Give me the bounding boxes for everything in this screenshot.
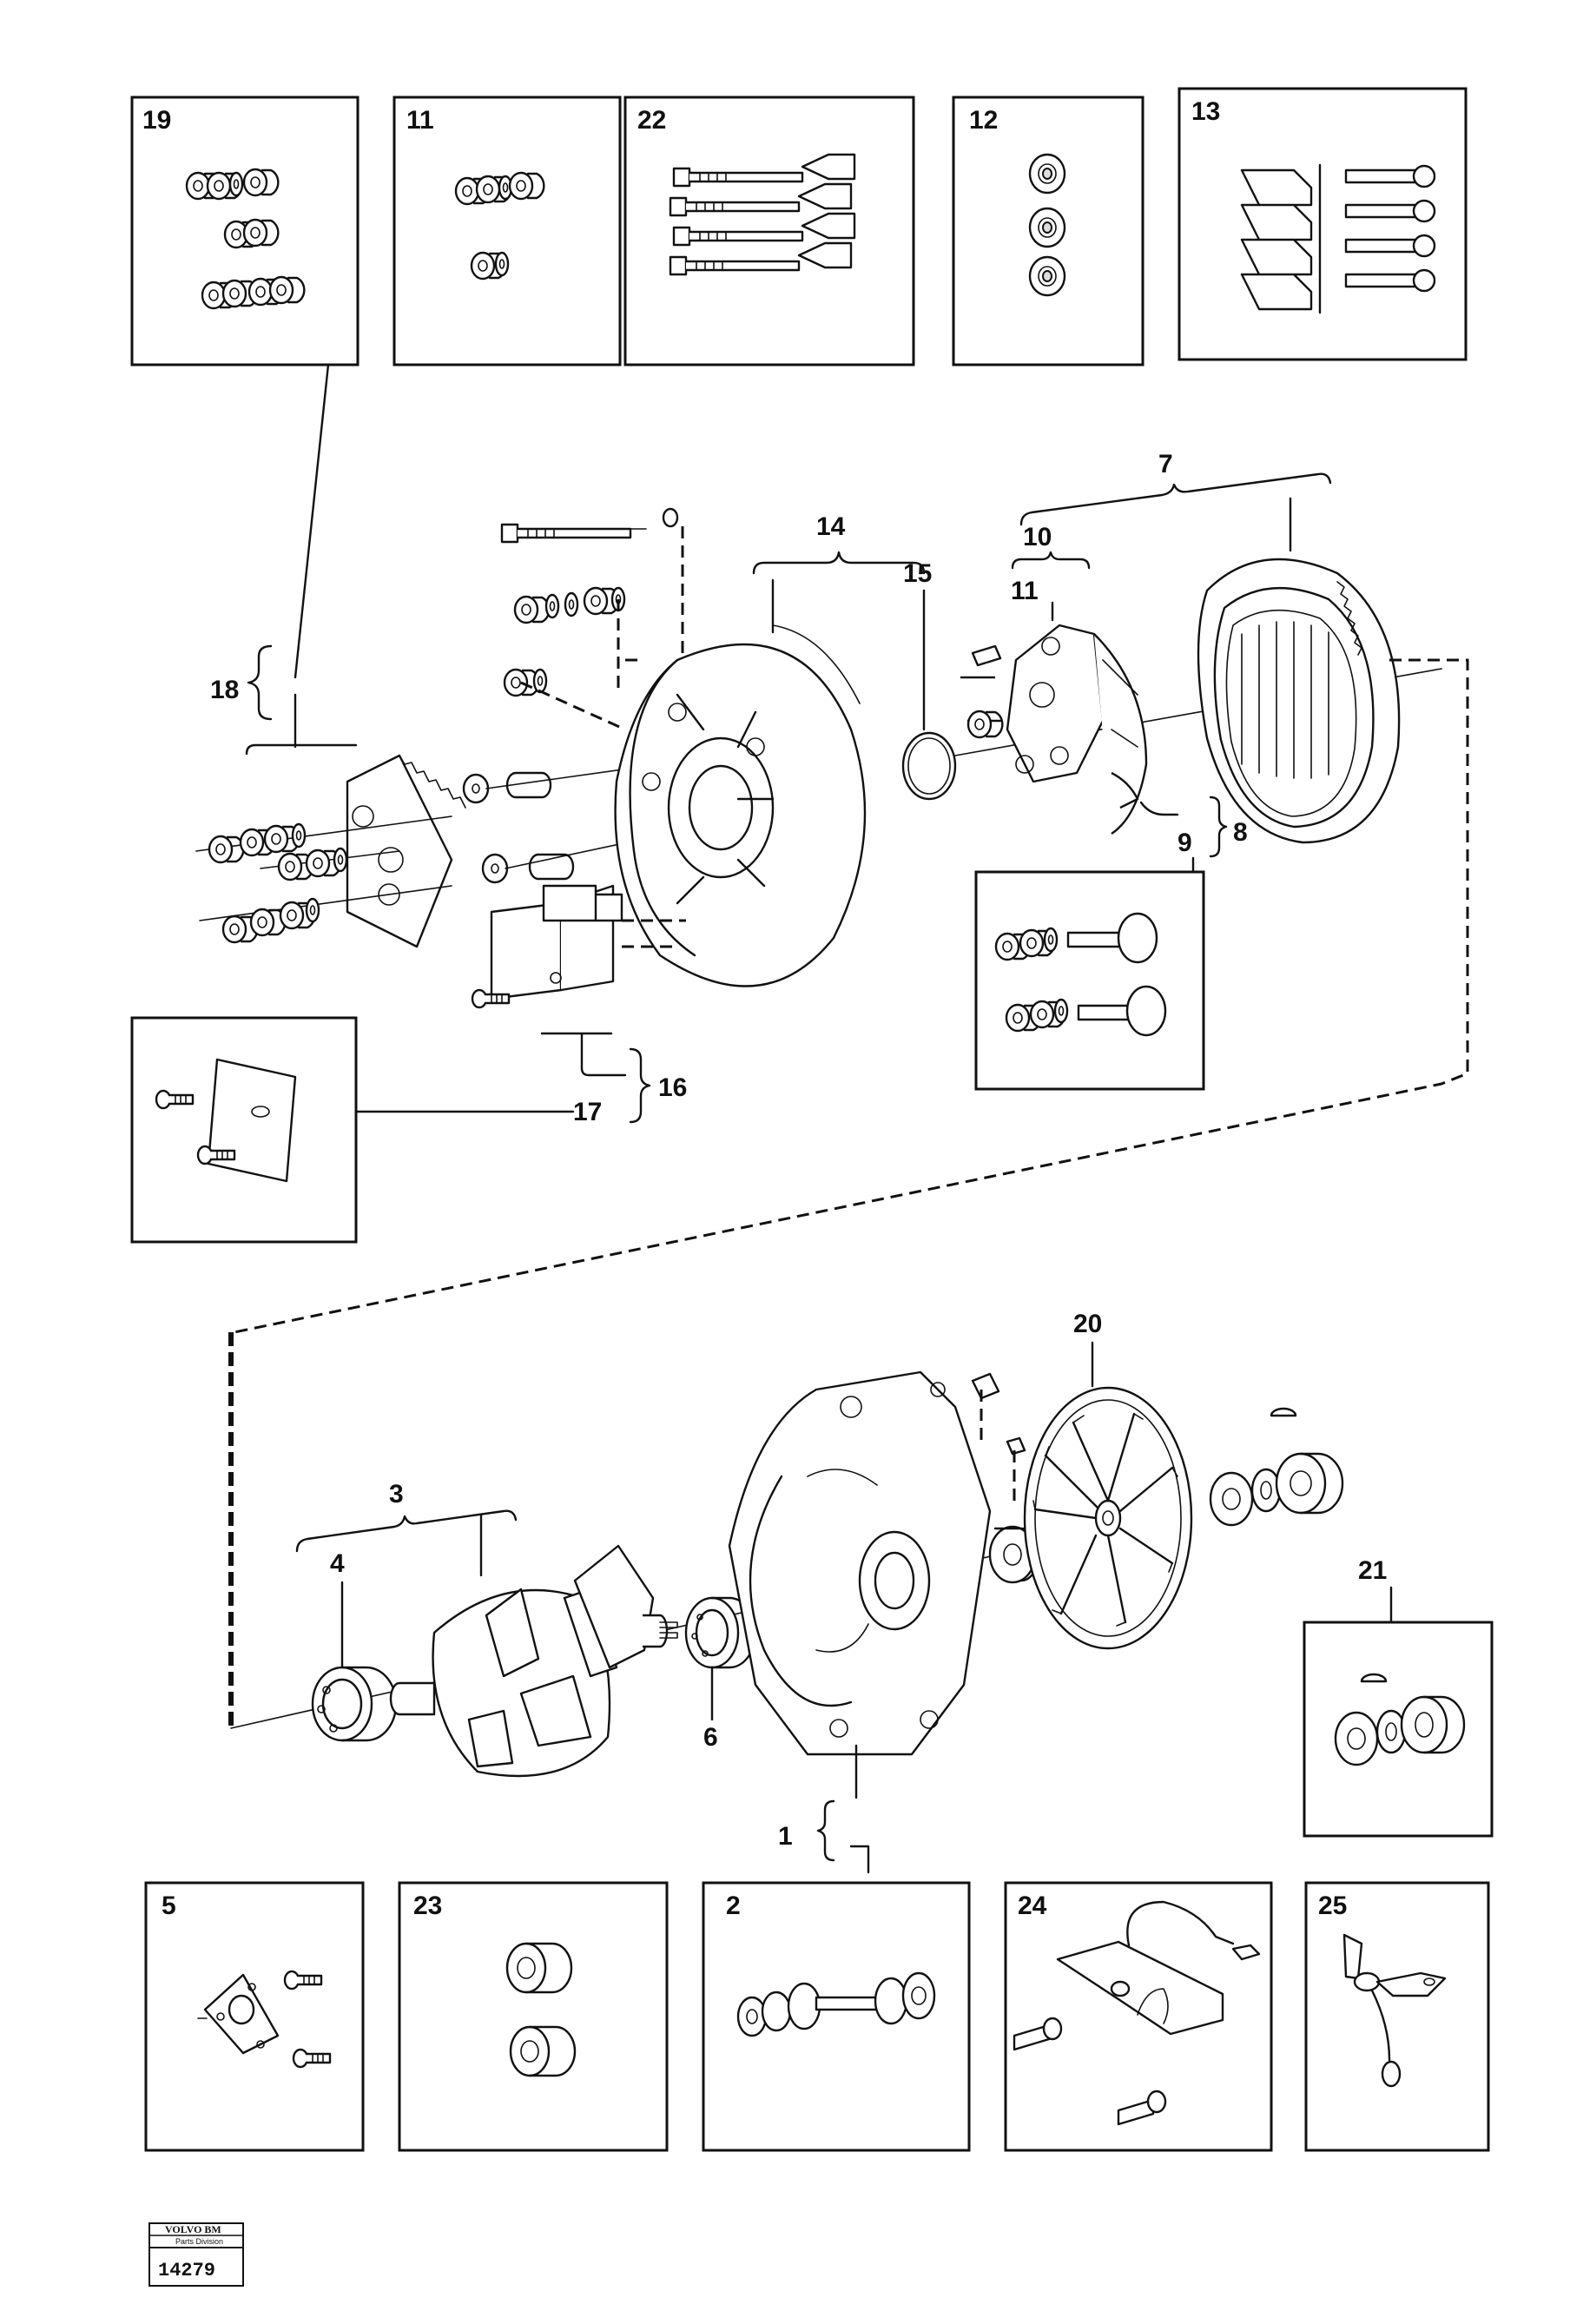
bracket	[1011, 551, 1091, 570]
callout-2: 2	[726, 1892, 741, 1920]
callout-11: 11	[1011, 577, 1039, 605]
voltage-regulator	[471, 884, 686, 1009]
terminal-nuts	[503, 586, 643, 731]
kit-box-12: 12	[952, 96, 1145, 366]
callout-17: 17	[573, 1098, 602, 1126]
stamp-division: Parts Division	[175, 2237, 223, 2246]
shaft-spacer	[971, 1372, 1040, 1584]
kit-box-9	[974, 870, 1205, 1091]
callout-11-box: 11	[406, 106, 434, 135]
regulator-plate-icon	[155, 1058, 297, 1183]
bracket	[816, 1799, 835, 1862]
callout-24: 24	[1018, 1892, 1047, 1920]
stator	[1197, 558, 1401, 844]
drive-end-shield	[728, 1370, 992, 1756]
callout-18: 18	[210, 676, 239, 704]
insulating-bolt-icon	[736, 1971, 936, 2037]
callout-9: 9	[1178, 829, 1192, 857]
kit-box-24: 24	[1004, 1881, 1273, 2152]
kit-box-21	[1303, 1621, 1494, 1838]
bracket	[295, 1509, 518, 1553]
pulley-nut-kit-icon	[1334, 1673, 1466, 1766]
callout-3: 3	[389, 1480, 404, 1509]
callout-13: 13	[1191, 97, 1220, 126]
terminal-clip-set-icon	[1240, 163, 1436, 314]
callout-8: 8	[1233, 818, 1248, 847]
kit-box-22: 22	[623, 96, 915, 366]
fan	[1023, 1386, 1193, 1650]
callout-19: 19	[142, 106, 171, 135]
through-bolt	[500, 507, 684, 674]
bracket	[247, 644, 273, 721]
ground-lead-icon	[1342, 1933, 1447, 2088]
callout-5: 5	[162, 1892, 176, 1920]
o-ring	[901, 731, 957, 801]
rotor	[389, 1544, 678, 1778]
diode-plate	[346, 754, 466, 948]
volvo-bm-stamp: VOLVO BM Parts Division 14279	[148, 2222, 244, 2287]
callout-21: 21	[1358, 1556, 1387, 1585]
leader-line	[294, 363, 330, 679]
callout-16: 16	[658, 1073, 687, 1102]
pulley-nut-set	[1209, 1407, 1344, 1527]
bracket-kit-icon	[1013, 1900, 1261, 2126]
bushing-pair-icon	[505, 1942, 577, 2077]
kit-box-23: 23	[398, 1881, 669, 2152]
callout-1: 1	[778, 1822, 793, 1851]
callout-20: 20	[1073, 1310, 1102, 1338]
bearing-drive-end	[311, 1666, 398, 1742]
kit-box-11: 11	[392, 96, 622, 366]
bracket	[1019, 472, 1332, 526]
bearing-plate-icon	[197, 1970, 332, 2069]
callout-14: 14	[816, 512, 846, 541]
callout-7: 7	[1158, 450, 1173, 479]
callout-23: 23	[413, 1892, 442, 1920]
kit-box-25: 25	[1304, 1881, 1490, 2152]
callout-25: 25	[1318, 1892, 1347, 1920]
callout-22: 22	[637, 106, 666, 135]
stamp-number: 14279	[158, 2260, 215, 2281]
callout-10: 10	[1023, 523, 1052, 551]
callout-12: 12	[969, 106, 998, 135]
stamp-brand: VOLVO BM	[165, 2223, 221, 2235]
bolt-set-icon	[669, 153, 856, 276]
bracket	[629, 1047, 651, 1124]
kit-box-13: 13	[1178, 87, 1468, 361]
callout-6: 6	[703, 1723, 718, 1752]
bearing-slip-ring-end	[684, 1596, 757, 1669]
terminal-bolt-set-icon	[994, 912, 1167, 1037]
bracket	[1209, 796, 1228, 858]
kit-box-17	[130, 1016, 358, 1244]
callout-4: 4	[330, 1549, 345, 1578]
slip-ring-end-shield	[614, 624, 867, 987]
kit-box-2: 2	[702, 1881, 971, 2152]
diode-nut-rows	[195, 815, 452, 944]
kit-box-5: 5	[144, 1881, 365, 2152]
brush-holder	[960, 624, 1148, 835]
grommet-set-icon	[1028, 153, 1066, 297]
kit-box-19: 19	[130, 96, 360, 366]
bracket	[752, 551, 926, 575]
callout-15: 15	[903, 559, 932, 588]
